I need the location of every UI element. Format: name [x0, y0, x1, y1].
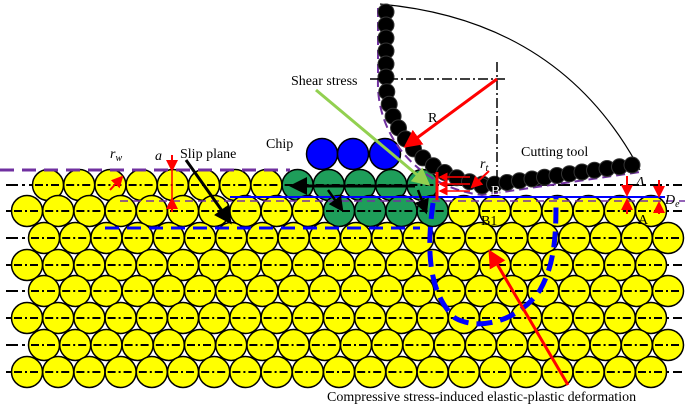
label-delta: Δ: [635, 175, 644, 190]
chip-top-atom: [368, 137, 402, 171]
label-B: B: [491, 184, 500, 199]
label-cutting-tool: Cutting tool: [521, 145, 588, 160]
label-R: R: [428, 111, 438, 126]
rt-arrow: [470, 170, 490, 189]
caption: Compressive stress-induced elastic-plast…: [327, 390, 636, 405]
tool-outline-arc: [379, 3, 641, 171]
label-a: a: [155, 149, 162, 164]
label-A: A: [638, 213, 649, 228]
rw-arrow: [109, 175, 124, 191]
slip-plane-arrow: [184, 159, 232, 225]
deformation-zone-boundary: [427, 197, 559, 327]
radius-R-arrow: [403, 77, 498, 148]
tool-atom: [377, 68, 395, 86]
chip-top-atom: [336, 137, 370, 171]
chip-arrow-small-1: [326, 189, 344, 213]
tool-atom: [623, 156, 641, 174]
labels: rw a Slip plane Chip Shear stress R rt B…: [110, 74, 680, 405]
label-chip: Chip: [266, 137, 293, 152]
cutting-tool: [376, 3, 641, 197]
label-B1: B1: [481, 214, 497, 229]
label-rt: rt: [480, 157, 488, 174]
chip-top-atom: [305, 137, 339, 171]
label-shear-stress: Shear stress: [291, 74, 358, 89]
label-De: De: [664, 193, 680, 210]
tool-surface-line: [376, 8, 641, 197]
arrows: [109, 77, 665, 386]
shear-stress-arrow: [315, 88, 431, 186]
chip-arrow-small-2: [414, 189, 429, 215]
label-rw: rw: [110, 147, 122, 164]
label-slip-plane: Slip plane: [180, 147, 236, 162]
compressive-arrow: [488, 249, 570, 386]
